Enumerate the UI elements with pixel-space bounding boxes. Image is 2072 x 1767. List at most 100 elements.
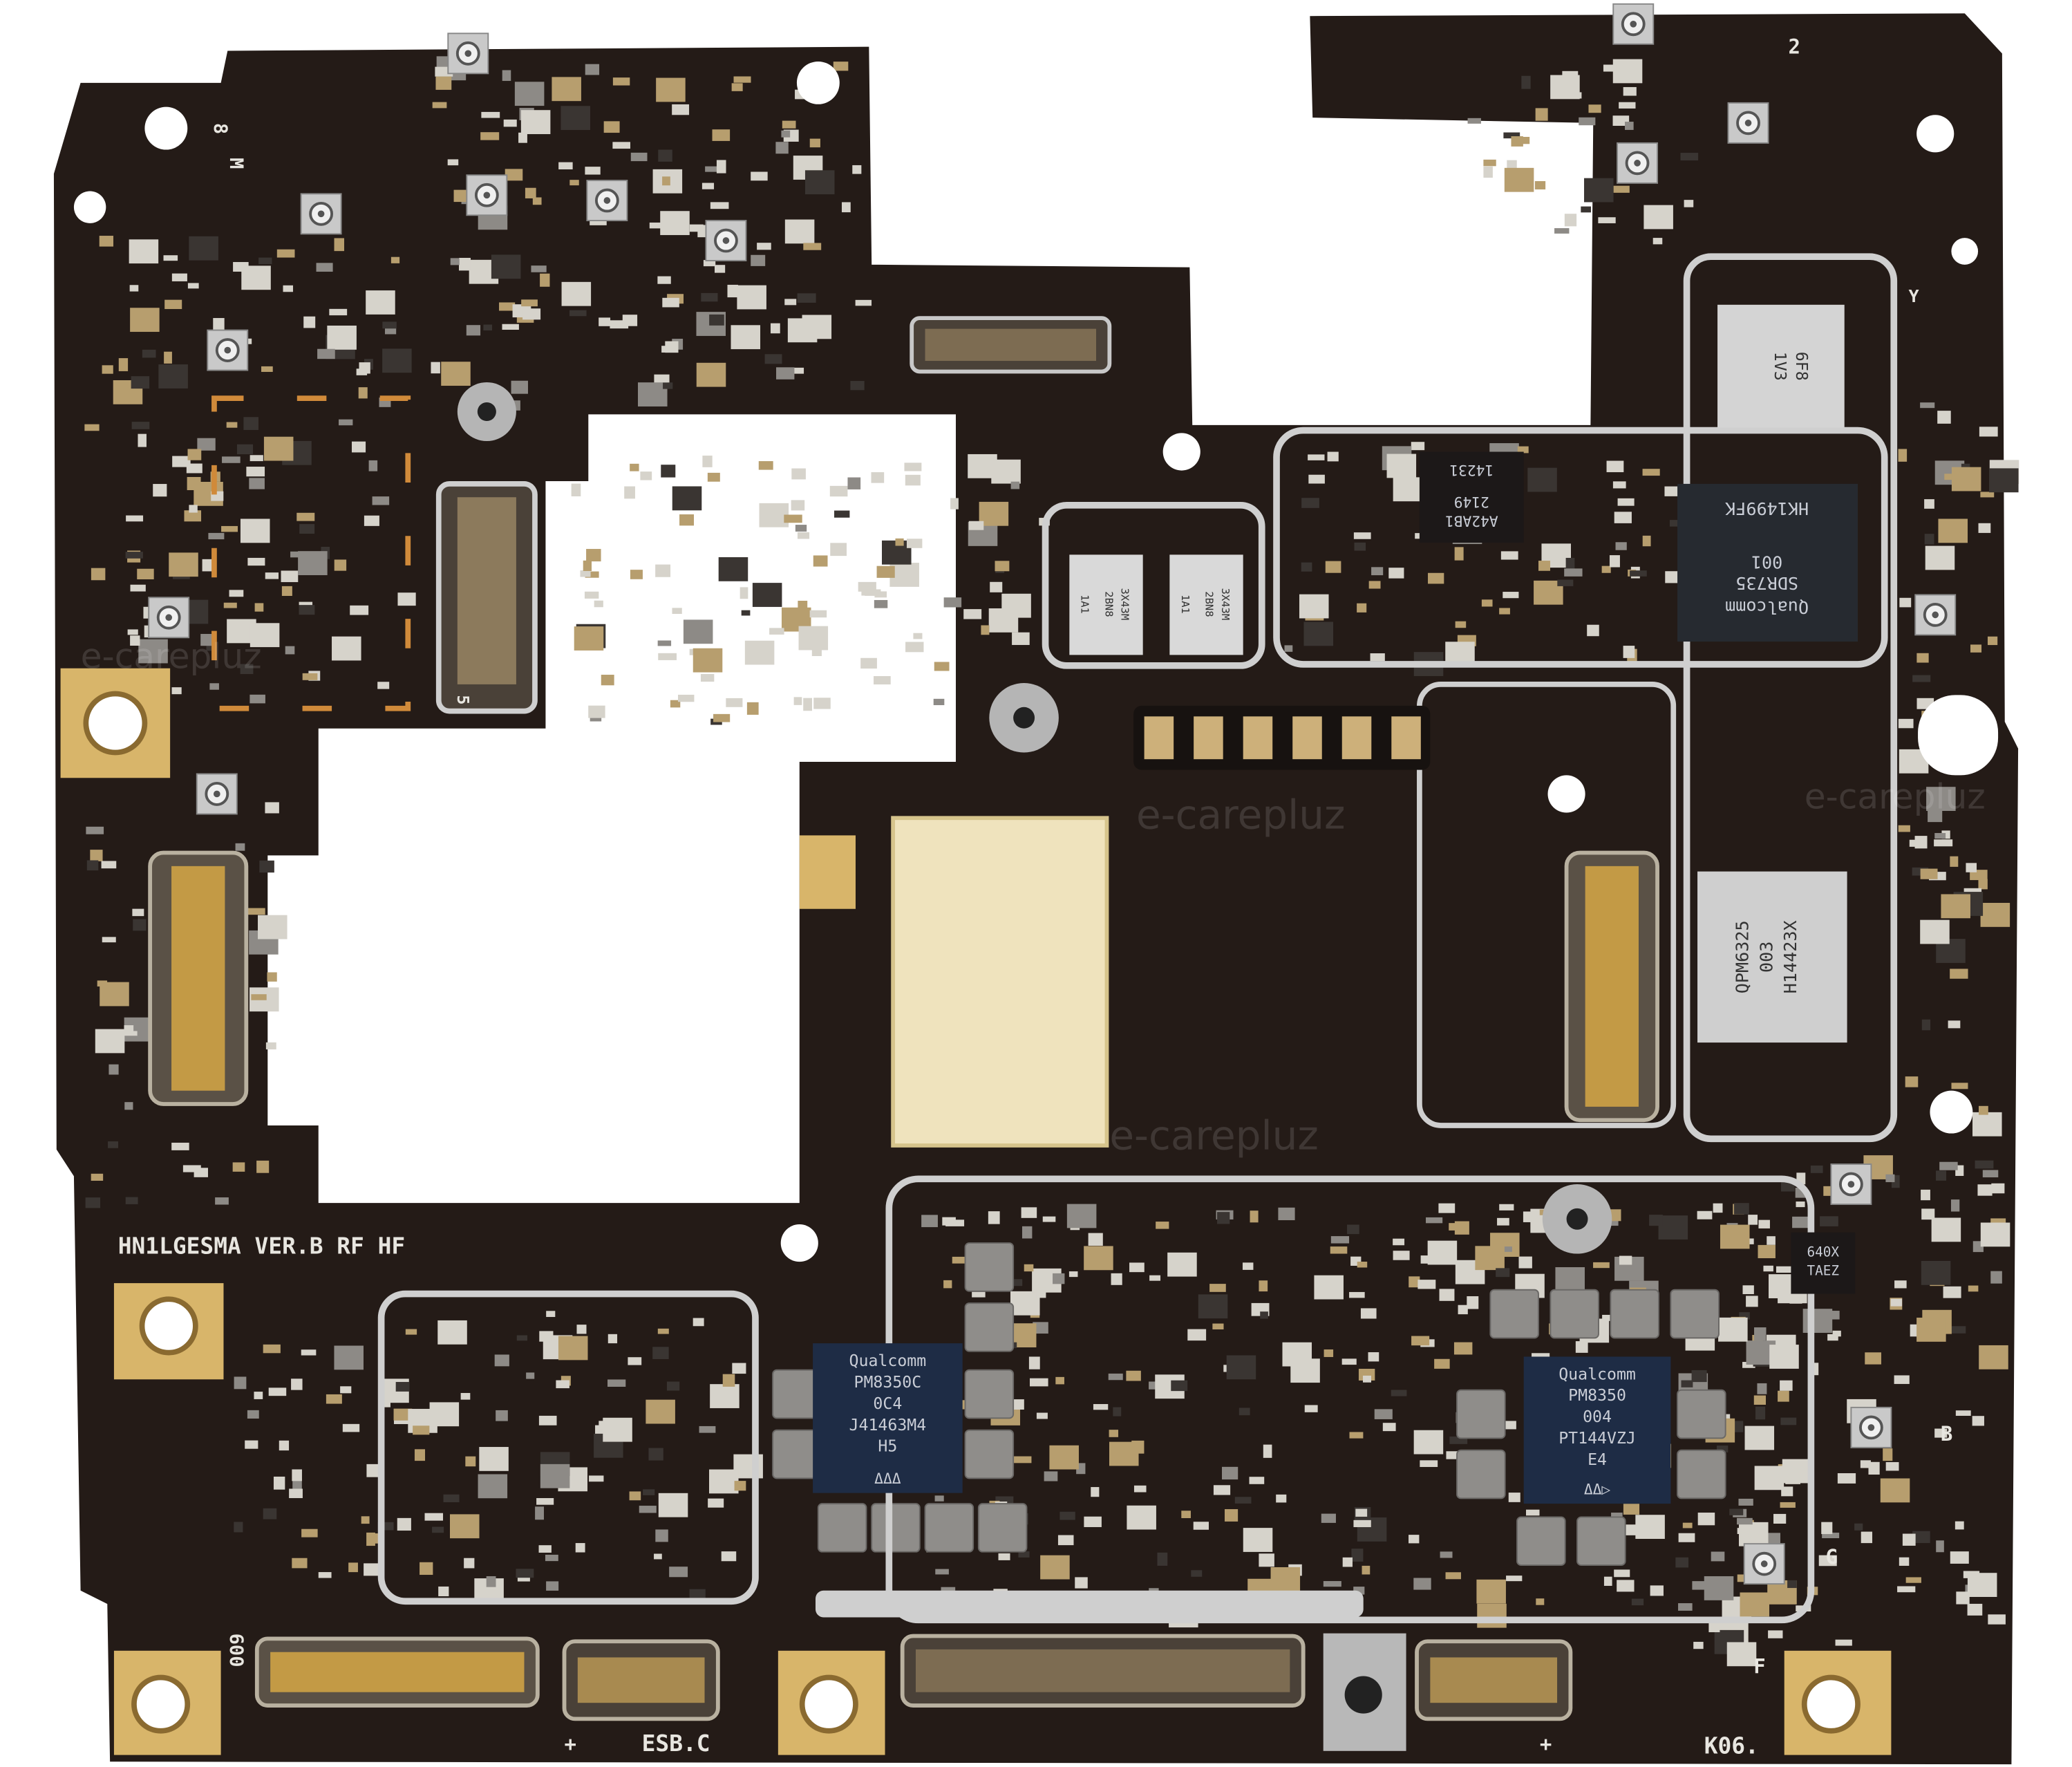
smd-component xyxy=(789,367,804,374)
smd-component xyxy=(1899,1557,1910,1566)
smd-component xyxy=(125,552,143,559)
rf-coax-connector[interactable] xyxy=(1727,102,1769,144)
smd-component xyxy=(1357,603,1367,613)
smd-component xyxy=(716,160,726,174)
connector-bottom-4[interactable] xyxy=(1415,1639,1573,1721)
smd-component xyxy=(935,1569,949,1575)
inductor xyxy=(138,639,168,664)
smd-component xyxy=(666,1381,680,1391)
rf-coax-connector[interactable] xyxy=(1612,3,1655,45)
rf-coax-connector[interactable] xyxy=(300,193,342,235)
connector-bottom-1[interactable] xyxy=(254,1636,540,1708)
connector-top-horizontal[interactable] xyxy=(910,316,1112,374)
smd-component xyxy=(245,1440,258,1449)
smd-component xyxy=(1614,512,1632,523)
smd-component xyxy=(834,510,850,518)
smd-component xyxy=(1623,1504,1640,1515)
smd-component xyxy=(521,299,538,307)
smd-component xyxy=(364,1563,382,1576)
rf-coax-connector[interactable] xyxy=(196,773,238,815)
smd-component xyxy=(934,1495,944,1502)
inductor xyxy=(1413,1430,1444,1455)
smd-component xyxy=(1259,1553,1274,1567)
smd-component xyxy=(1737,1574,1749,1582)
rf-coax-connector[interactable] xyxy=(207,329,249,371)
inductor xyxy=(1931,1217,1961,1242)
smd-component xyxy=(1453,1342,1473,1355)
connector-left-vertical[interactable] xyxy=(148,850,249,1106)
rf-coax-connector[interactable] xyxy=(466,174,508,216)
smd-component xyxy=(1920,402,1935,409)
smd-component xyxy=(432,1526,444,1533)
smd-component xyxy=(1619,1255,1632,1265)
smd-component xyxy=(830,543,847,557)
rf-coax-connector[interactable] xyxy=(148,597,190,639)
smd-component xyxy=(663,382,673,389)
smd-component xyxy=(757,243,771,250)
smd-component xyxy=(480,132,500,140)
chip-text: 004 xyxy=(1583,1408,1612,1426)
smd-component xyxy=(382,321,397,329)
smd-component xyxy=(261,366,273,372)
rf-coax-connector[interactable] xyxy=(1617,142,1659,184)
smd-component xyxy=(945,1219,965,1226)
chip-text: TAEZ xyxy=(1807,1262,1840,1278)
connector-top-mid[interactable] xyxy=(435,481,538,714)
smd-component xyxy=(340,1386,352,1394)
chip-3x43m-2: 3X43M 2BN8 1A1 xyxy=(1169,554,1243,655)
rf-coax-connector[interactable] xyxy=(1850,1406,1892,1448)
smd-component xyxy=(137,568,154,579)
smd-component xyxy=(126,515,144,522)
power-inductor xyxy=(1550,1289,1599,1339)
smd-component xyxy=(109,1064,119,1075)
connector-bottom-3[interactable] xyxy=(900,1634,1306,1708)
smd-component xyxy=(1776,1266,1793,1273)
rf-coax-connector[interactable] xyxy=(705,220,747,261)
shield-frame xyxy=(1683,253,1898,1143)
chip-a42ab1: A42AB1 2149 14231 xyxy=(1419,451,1524,543)
rf-coax-connector[interactable] xyxy=(447,32,489,75)
inductor xyxy=(1925,545,1955,570)
smd-component xyxy=(990,581,1003,592)
smd-component xyxy=(486,1576,496,1587)
smd-component xyxy=(1535,108,1548,121)
battery-contacts[interactable] xyxy=(1133,705,1431,770)
rf-coax-connector[interactable] xyxy=(1743,1543,1785,1585)
smd-component xyxy=(813,555,828,567)
rf-coax-connector[interactable] xyxy=(1914,594,1957,636)
smd-component xyxy=(197,438,216,451)
smd-component xyxy=(998,1553,1010,1560)
smd-component xyxy=(1554,228,1570,234)
smd-component xyxy=(1885,1174,1895,1183)
inductor xyxy=(491,254,521,279)
chip-text: 0C4 xyxy=(873,1394,902,1413)
chip-3x43m-1: 3X43M 2BN8 1A1 xyxy=(1069,554,1143,655)
smd-component xyxy=(1455,621,1467,628)
smd-component xyxy=(1837,1473,1856,1484)
smd-component xyxy=(1617,1580,1635,1592)
rf-coax-connector[interactable] xyxy=(1830,1163,1872,1205)
rf-coax-connector[interactable] xyxy=(586,180,628,221)
smd-component xyxy=(1950,1199,1960,1212)
inductor xyxy=(968,454,997,478)
smd-component xyxy=(1010,481,1020,489)
smd-component xyxy=(1825,1311,1840,1320)
inductor xyxy=(660,211,690,236)
smd-component xyxy=(1778,1390,1789,1402)
smd-component xyxy=(292,1558,308,1569)
smd-component xyxy=(133,1022,144,1031)
smd-component xyxy=(516,1335,528,1341)
smd-component xyxy=(662,297,679,308)
connector-bottom-2[interactable] xyxy=(562,1639,720,1721)
smd-component xyxy=(247,557,265,566)
connector-right-vertical[interactable] xyxy=(1564,850,1659,1123)
smd-component xyxy=(594,600,603,608)
smd-component xyxy=(1323,1581,1341,1587)
smd-component xyxy=(703,260,716,267)
smd-component xyxy=(102,937,116,943)
smd-component xyxy=(811,648,822,657)
smd-component xyxy=(249,455,263,462)
smd-component xyxy=(981,625,990,635)
smd-component xyxy=(1894,1375,1910,1384)
smd-component xyxy=(1508,1493,1520,1502)
